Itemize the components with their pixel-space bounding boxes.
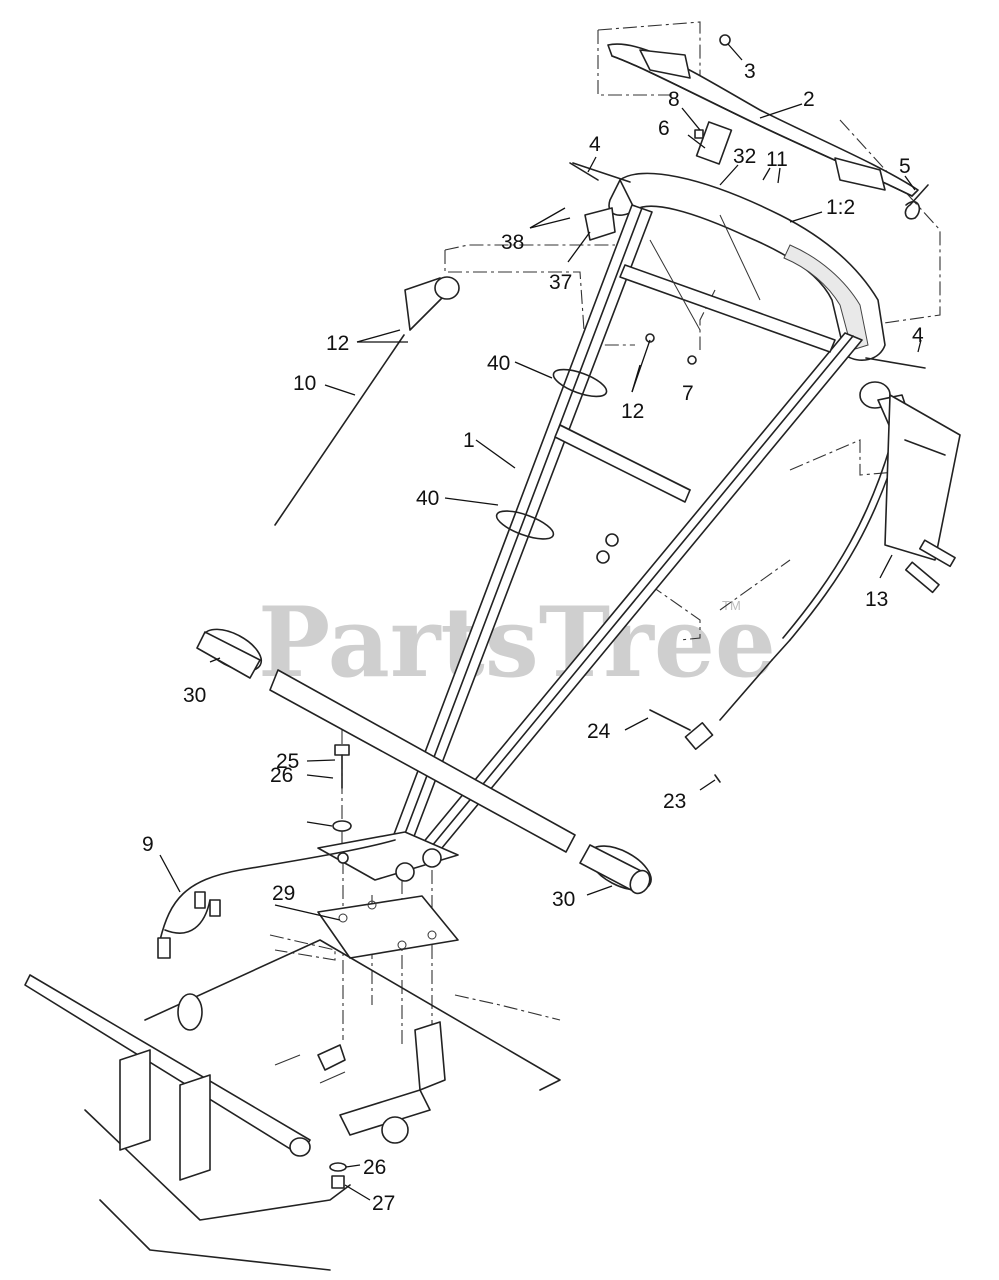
callout-1: 1 xyxy=(463,429,475,452)
control-bracket xyxy=(859,381,961,594)
callout-12-center: 12 xyxy=(621,400,644,423)
callout-29: 29 xyxy=(272,882,295,905)
bolt-and-washer xyxy=(332,744,352,832)
callout-10: 10 xyxy=(293,372,316,395)
callout-32: 32 xyxy=(733,145,756,168)
callout-40-upper: 40 xyxy=(487,352,510,375)
callout-12-left: 12 xyxy=(326,332,349,355)
callout-25: 25 xyxy=(276,750,299,773)
watermark-text: PartsTree xyxy=(258,586,776,699)
callout-26-bottom: 26 xyxy=(363,1156,386,1179)
callout-40-lower: 40 xyxy=(416,487,439,510)
callout-37: 37 xyxy=(549,271,572,294)
watermark-trademark: TM xyxy=(722,598,741,613)
lower-deck xyxy=(24,939,561,1271)
callout-4-top: 4 xyxy=(589,133,601,156)
callout-7: 7 xyxy=(682,382,694,405)
watermark: PartsTree TM xyxy=(258,586,776,699)
callout-9: 9 xyxy=(142,833,154,856)
callout-2: 2 xyxy=(803,88,815,111)
callout-26-top: 26 xyxy=(270,764,293,787)
wire-harness-9 xyxy=(157,839,396,959)
callout-labels: 3 2 8 6 4 32 11 5 1:2 38 37 12 4 40 10 7… xyxy=(142,60,924,1215)
callout-4-right: 4 xyxy=(912,324,924,347)
crossbar-tube xyxy=(196,628,652,895)
callout-3: 3 xyxy=(744,60,756,83)
callout-6: 6 xyxy=(658,117,670,140)
callout-11: 11 xyxy=(766,148,788,171)
callout-27: 27 xyxy=(372,1192,395,1215)
callout-23: 23 xyxy=(663,790,686,813)
callout-5: 5 xyxy=(899,155,911,178)
base-plate xyxy=(317,831,459,959)
callout-8: 8 xyxy=(668,88,680,111)
leader-lines xyxy=(159,43,922,1201)
main-frame-part-1 xyxy=(384,204,863,861)
zip-ties xyxy=(495,368,608,540)
callout-24: 24 xyxy=(587,720,611,743)
callout-13: 13 xyxy=(865,588,888,611)
callout-30-left: 30 xyxy=(183,684,206,707)
small-parts-top xyxy=(569,34,929,564)
callout-1-2: 1:2 xyxy=(826,196,855,219)
callout-38: 38 xyxy=(501,231,524,254)
hand-guard-part-2 xyxy=(607,43,919,197)
callout-30-right: 30 xyxy=(552,888,575,911)
cable-10 xyxy=(274,276,460,526)
